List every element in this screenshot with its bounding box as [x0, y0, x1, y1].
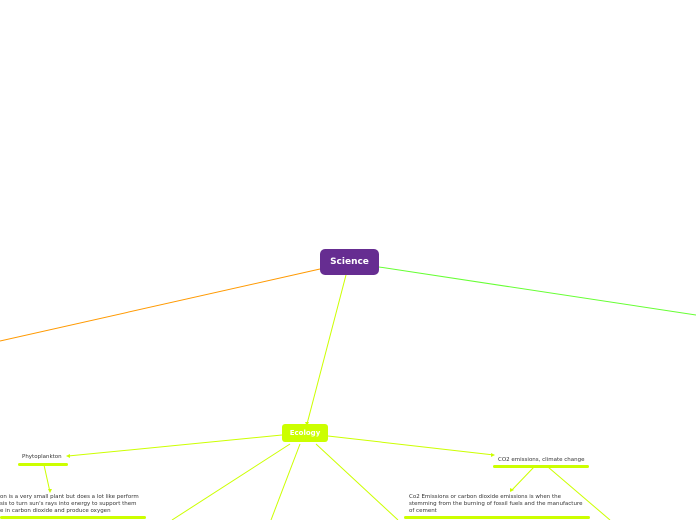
node-co2-detail[interactable]: Co2 Emissions or carbon dioxide emission… [409, 494, 583, 514]
connector-ecology-branch [171, 443, 291, 520]
node-underline [493, 465, 589, 468]
connector-co2-branch [547, 466, 611, 520]
node-underline [404, 516, 590, 519]
connector-phyto-detail [43, 464, 51, 493]
connector-ecology-phytoplankton [67, 434, 283, 457]
root-label: Science [330, 257, 369, 267]
node-co2-emissions[interactable]: CO2 emissions, climate change [498, 457, 585, 463]
connector-ecology-branch [315, 443, 399, 520]
root-node-science[interactable]: Science [320, 249, 379, 275]
node-phytoplankton-detail[interactable]: on is a very small plant but does a lot … [0, 494, 139, 514]
connector-orange [0, 268, 321, 342]
node-underline [18, 463, 68, 466]
node-underline [0, 516, 146, 519]
connector-science-ecology [306, 274, 347, 425]
connector-ecology-branch [270, 443, 301, 520]
connector-green [378, 266, 696, 316]
ecology-label: Ecology [289, 429, 321, 437]
node-ecology[interactable]: Ecology [282, 424, 328, 442]
connector-ecology-co2 [327, 435, 495, 456]
connector-co2-detail [510, 466, 535, 492]
node-phytoplankton[interactable]: Phytoplankton [22, 454, 62, 460]
